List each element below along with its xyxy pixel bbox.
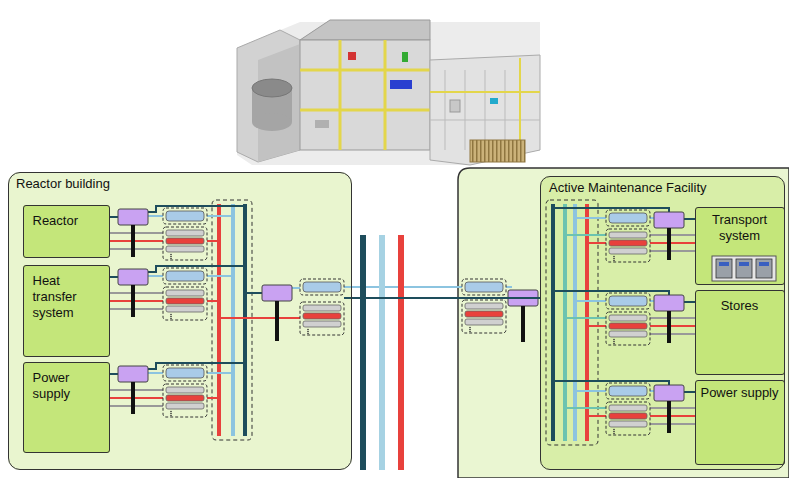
site-trunks <box>379 235 385 470</box>
bus-group <box>551 204 555 441</box>
site-trunks <box>360 235 404 470</box>
building-render <box>252 113 292 131</box>
facility-switch <box>462 300 506 333</box>
building-render <box>490 98 498 104</box>
building-render <box>430 58 540 150</box>
transport-icon <box>759 262 769 266</box>
building-render <box>237 30 300 162</box>
facility-box: Active Maintenance FacilityTransport sys… <box>540 176 785 470</box>
node-label: Reactor <box>33 213 105 229</box>
facility-switch <box>521 306 525 342</box>
building-switch <box>300 279 344 295</box>
diagram-background <box>553 381 695 435</box>
system-box: Power supply <box>23 362 110 453</box>
building-switch <box>300 302 344 335</box>
bus-group <box>212 200 252 440</box>
transport-icon <box>712 256 776 281</box>
site-trunks <box>398 235 404 470</box>
node-label: Active Maintenance Facility <box>549 180 780 196</box>
transport-icon <box>712 256 776 281</box>
node-label: Heat transfer system <box>33 273 105 321</box>
facility-switch <box>462 279 538 342</box>
building-render <box>402 52 408 62</box>
box-fill <box>23 362 110 453</box>
building-switch <box>219 317 300 319</box>
building-render <box>390 80 412 89</box>
network-link <box>352 297 540 299</box>
diagram-background <box>110 266 245 320</box>
building-render <box>470 140 525 162</box>
system-box: Stores <box>695 290 785 375</box>
system-box: Reactor <box>23 205 110 258</box>
building-switch <box>219 279 462 341</box>
building-render <box>348 52 356 60</box>
bus-group <box>243 204 247 436</box>
box-fill <box>540 176 785 470</box>
system-box: Power supply <box>695 380 785 465</box>
box-fill <box>695 207 785 285</box>
building-render <box>300 20 430 40</box>
building-render <box>300 40 430 150</box>
building-render <box>450 100 460 112</box>
node-label: Reactor building <box>16 176 347 192</box>
site-trunks <box>360 235 366 470</box>
system-box: Heat transfer system <box>23 265 110 357</box>
facility-switch <box>462 279 506 295</box>
building-render <box>237 20 540 165</box>
facility-ground <box>458 168 789 478</box>
node-label: Power supply <box>700 385 780 401</box>
bus-group <box>573 204 577 441</box>
node-label: Power supply <box>33 370 105 402</box>
building-render <box>237 22 540 165</box>
box-fill <box>8 172 352 470</box>
bus-group <box>217 204 221 436</box>
building-switch <box>292 287 300 289</box>
box-fill <box>23 265 110 357</box>
building-switch <box>245 292 262 294</box>
transport-icon <box>736 259 752 278</box>
transport-icon <box>756 259 772 278</box>
building-render <box>252 79 292 97</box>
system-box: Transport system <box>695 207 785 285</box>
diagram-background <box>110 206 245 260</box>
building-switch <box>262 285 292 301</box>
building-box: Reactor buildingReactorHeat transfer sys… <box>8 172 352 470</box>
building-render <box>315 120 329 128</box>
node-label: Transport system <box>700 212 780 244</box>
building-render <box>430 70 540 150</box>
transport-icon <box>716 259 732 278</box>
facility-switch <box>506 286 512 288</box>
node-label: Stores <box>700 298 780 314</box>
diagram-background <box>553 208 695 262</box>
box-fills <box>8 172 785 470</box>
transport-icon <box>739 262 749 266</box>
building-switch <box>275 301 279 341</box>
box-fill <box>23 205 110 258</box>
building-render <box>430 55 540 165</box>
bus-group <box>585 204 589 441</box>
bus-group <box>563 204 567 441</box>
diagram-background <box>110 363 245 417</box>
box-fill <box>695 380 785 465</box>
box-fill <box>695 290 785 375</box>
bus-group <box>231 204 235 436</box>
building-switch <box>344 297 352 299</box>
diagram-background <box>553 291 695 345</box>
bus-group <box>212 200 252 440</box>
transport-icon <box>719 262 729 266</box>
building-render <box>300 40 430 150</box>
